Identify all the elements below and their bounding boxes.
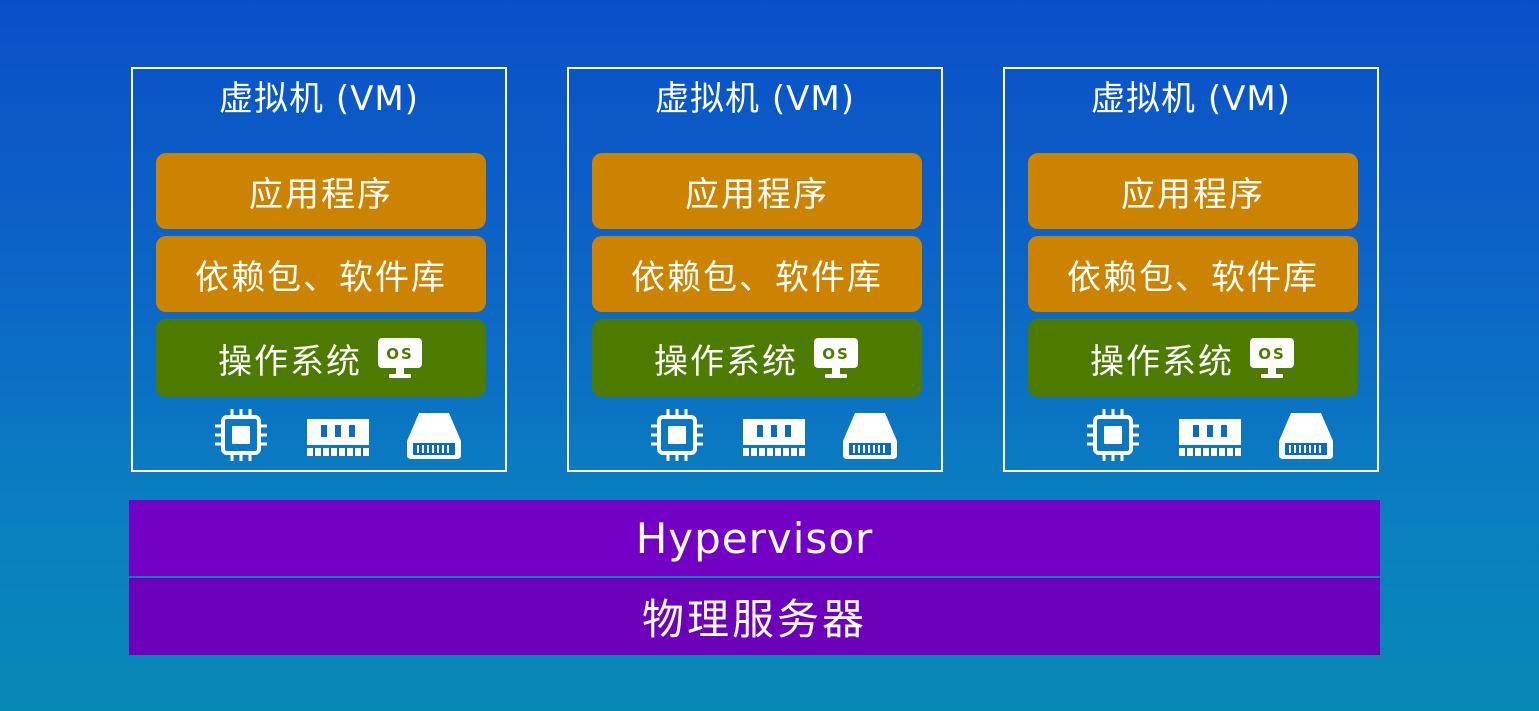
deps-label: 依赖包、软件库 bbox=[1067, 257, 1319, 298]
ram-icon bbox=[307, 419, 369, 456]
app-layer: 应用程序 bbox=[1028, 153, 1358, 229]
deps-layer: 依赖包、软件库 bbox=[1028, 236, 1358, 312]
vm-title: 虚拟机 (VM) bbox=[219, 79, 419, 119]
hypervisor-layer: Hypervisor bbox=[129, 500, 1380, 576]
vm-box-1: 虚拟机 (VM) 应用程序 依赖包、软件库 操作系统 OS bbox=[131, 67, 507, 472]
os-layer: 操作系统 OS bbox=[156, 319, 486, 397]
disk-icon bbox=[407, 413, 461, 459]
vm-title: 虚拟机 (VM) bbox=[1091, 79, 1291, 119]
ram-icon bbox=[743, 419, 805, 456]
vm-box-2: 虚拟机 (VM) 应用程序 依赖包、软件库 操作系统 OS bbox=[567, 67, 943, 472]
os-monitor-icon: OS bbox=[378, 338, 422, 378]
app-label: 应用程序 bbox=[249, 174, 393, 215]
deps-label: 依赖包、软件库 bbox=[195, 257, 447, 298]
cpu-icon bbox=[651, 409, 703, 461]
app-layer: 应用程序 bbox=[156, 153, 486, 229]
os-monitor-icon: OS bbox=[814, 338, 858, 378]
app-label: 应用程序 bbox=[1121, 174, 1265, 215]
vm-box-3: 虚拟机 (VM) 应用程序 依赖包、软件库 操作系统 OS bbox=[1003, 67, 1379, 472]
os-label: 操作系统 bbox=[1090, 341, 1234, 382]
os-monitor-icon: OS bbox=[1250, 338, 1294, 378]
os-badge-text: OS bbox=[386, 345, 414, 363]
os-layer: 操作系统 OS bbox=[1028, 319, 1358, 397]
os-label: 操作系统 bbox=[654, 341, 798, 382]
hardware-row bbox=[1005, 407, 1377, 463]
os-badge-text: OS bbox=[1258, 345, 1286, 363]
deps-layer: 依赖包、软件库 bbox=[156, 236, 486, 312]
os-layer: 操作系统 OS bbox=[592, 319, 922, 397]
disk-icon bbox=[1279, 413, 1333, 459]
physical-server-label: 物理服务器 bbox=[641, 595, 867, 644]
deps-layer: 依赖包、软件库 bbox=[592, 236, 922, 312]
os-label: 操作系统 bbox=[218, 341, 362, 382]
hardware-row bbox=[569, 407, 941, 463]
deps-label: 依赖包、软件库 bbox=[631, 257, 883, 298]
ram-icon bbox=[1179, 419, 1241, 456]
os-badge-text: OS bbox=[822, 345, 850, 363]
vm-title: 虚拟机 (VM) bbox=[655, 79, 855, 119]
hypervisor-label: Hypervisor bbox=[635, 513, 874, 563]
disk-icon bbox=[843, 413, 897, 459]
physical-server-layer: 物理服务器 bbox=[129, 578, 1380, 655]
hardware-row bbox=[133, 407, 505, 463]
cpu-icon bbox=[1087, 409, 1139, 461]
cpu-icon bbox=[215, 409, 267, 461]
app-label: 应用程序 bbox=[685, 174, 829, 215]
app-layer: 应用程序 bbox=[592, 153, 922, 229]
